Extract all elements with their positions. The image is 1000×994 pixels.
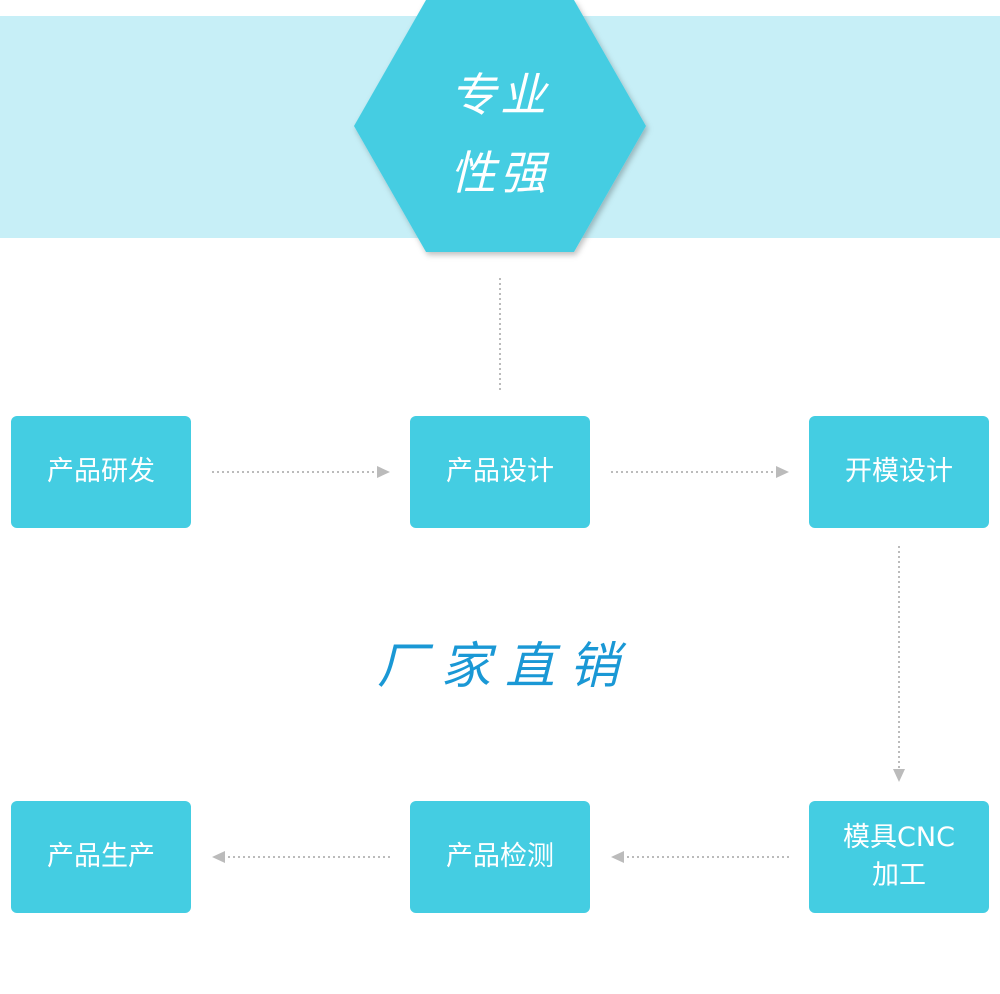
arrowhead-down [893, 769, 905, 782]
hexagon-label-line2: 性强 [450, 146, 550, 200]
slogan-text: 厂家直销 [377, 637, 633, 695]
arrowhead-left-2 [212, 851, 225, 863]
step-product-design: 产品设计 [410, 416, 590, 528]
step-mold-design: 开模设计 [809, 416, 989, 528]
step-product-inspection: 产品检测 [410, 801, 590, 913]
arrowhead-left-1 [611, 851, 624, 863]
arrowhead-right-2 [776, 466, 789, 478]
step-mold-cnc-label-line2: 加工 [872, 860, 926, 891]
step-product-production-label: 产品生产 [47, 841, 155, 872]
hexagon-label: 专业 性强 [400, 56, 600, 212]
arrowhead-right-1 [377, 466, 390, 478]
step-product-inspection-label: 产品检测 [446, 841, 554, 872]
hexagon-label-line1: 专业 [450, 68, 550, 122]
step-product-research: 产品研发 [11, 416, 191, 528]
step-mold-cnc: 模具CNC 加工 [809, 801, 989, 913]
step-mold-cnc-label-line1: 模具CNC [843, 822, 955, 853]
step-product-design-label: 产品设计 [446, 456, 554, 487]
step-product-production: 产品生产 [11, 801, 191, 913]
step-mold-design-label: 开模设计 [845, 456, 953, 487]
step-product-research-label: 产品研发 [47, 456, 155, 487]
hexagon-badge [354, 0, 646, 252]
